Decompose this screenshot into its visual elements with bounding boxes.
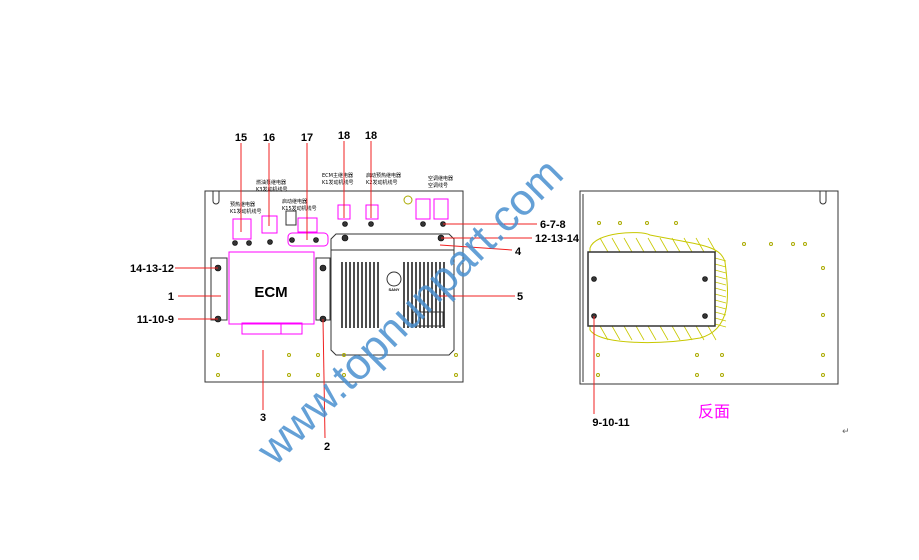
- mounting-hole: [342, 373, 346, 377]
- hatch-line: [714, 263, 727, 268]
- callout-1: 1: [168, 291, 174, 303]
- callout-2: 2: [324, 441, 330, 453]
- mounting-hole: [597, 221, 601, 225]
- mounting-hole: [454, 373, 458, 377]
- mounting-hole: [454, 353, 458, 357]
- hatch-line: [714, 305, 727, 310]
- hatch-line: [623, 237, 633, 253]
- callout-14-13-12: 14-13-12: [130, 263, 174, 275]
- callout-9-10-11: 9-10-11: [592, 417, 629, 429]
- hatch-line: [659, 325, 669, 341]
- callout-18b: 18: [365, 130, 377, 142]
- mounting-hole: [769, 242, 773, 246]
- hatch-line: [623, 325, 633, 341]
- hatch-line: [659, 237, 669, 253]
- return-mark-icon: ↵: [842, 427, 850, 437]
- callout-3: 3: [260, 412, 266, 424]
- callout-17: 17: [301, 132, 313, 144]
- back-plate: 反面 9-10-11 ↵: [579, 190, 850, 437]
- mounting-hole: [742, 242, 746, 246]
- mounting-hole: [596, 353, 600, 357]
- mounting-hole: [803, 242, 807, 246]
- relay-label: K1发动机线号: [322, 179, 353, 186]
- hatch-line: [714, 293, 727, 298]
- mounting-hole: [821, 373, 825, 377]
- mounting-hole: [316, 353, 320, 357]
- logo-icon: [386, 271, 402, 287]
- relay-label: ECM主继电器: [322, 172, 353, 179]
- hatch-line: [714, 299, 727, 304]
- mounting-hole: [216, 373, 220, 377]
- relay-label: 空调继电器: [428, 175, 453, 182]
- callout-6-7-8: 6-7-8: [540, 219, 566, 231]
- relay-label: 启动继电器: [282, 198, 307, 205]
- controller-module: SANY: [330, 233, 455, 356]
- callout-18: 18: [338, 130, 350, 142]
- hatch-line: [707, 325, 717, 341]
- relay-label: 燃油泵继电器: [256, 179, 286, 186]
- hatch-line: [647, 237, 657, 253]
- mounting-hole: [316, 373, 320, 377]
- hatch-line: [714, 281, 727, 286]
- callout-15: 15: [235, 132, 247, 144]
- mounting-hole: [342, 353, 346, 357]
- callout-16: 16: [263, 132, 275, 144]
- hatch-line: [695, 237, 705, 253]
- hatch-line: [611, 237, 621, 253]
- hatch-line: [714, 269, 727, 274]
- ecm-label: ECM: [254, 284, 287, 301]
- mounting-hole: [287, 353, 291, 357]
- mounting-hole: [720, 353, 724, 357]
- back-module: [587, 251, 716, 327]
- hatch-line: [647, 325, 657, 341]
- relay-label: 预热继电器: [230, 201, 255, 208]
- back-side-title: 反面: [698, 402, 730, 421]
- mounting-hole: [618, 221, 622, 225]
- mounting-hole: [645, 221, 649, 225]
- hatch-line: [635, 325, 645, 341]
- hatch-line: [671, 325, 681, 341]
- hatch-line: [611, 325, 621, 341]
- mounting-hole: [674, 221, 678, 225]
- mounting-hole: [695, 373, 699, 377]
- mounting-hole: [596, 373, 600, 377]
- hatch-line: [683, 237, 693, 253]
- mounting-hole: [821, 313, 825, 317]
- ecm-module: [228, 251, 315, 325]
- relay-label: 空调线号: [428, 182, 448, 189]
- hatch-line: [714, 317, 727, 322]
- relay-label: K15发动机线号: [282, 205, 317, 212]
- mounting-hole: [287, 373, 291, 377]
- mounting-hole: [216, 353, 220, 357]
- mounting-hole: [695, 353, 699, 357]
- relay-label: 启动预热继电器: [366, 172, 401, 179]
- relay-label: K1发动机线号: [230, 208, 261, 215]
- hatch-line: [683, 325, 693, 341]
- mounting-hole: [791, 242, 795, 246]
- hatch-line: [599, 237, 609, 253]
- logo-text: SANY: [388, 287, 399, 292]
- hatch-line: [714, 323, 727, 328]
- callout-5: 5: [517, 291, 523, 303]
- relays: [232, 195, 449, 247]
- hatch-line: [635, 237, 645, 253]
- mounting-hole: [821, 353, 825, 357]
- front-plate: ECM SANY 预热继电器 K1发动机线号 燃油泵继电器 K3发动机线号 启: [130, 130, 580, 453]
- relay-label: K3发动机线号: [256, 186, 287, 193]
- hatch-line: [707, 237, 717, 253]
- relay-label: K2发动机线号: [366, 179, 397, 186]
- watermark: www.topnunpart.com: [247, 149, 573, 475]
- hatch-line: [671, 237, 681, 253]
- callout-12-13-14: 12-13-14: [535, 233, 580, 245]
- callout-11-10-9: 11-10-9: [137, 314, 174, 326]
- hatch-line: [695, 325, 705, 341]
- hatch-line: [599, 325, 609, 341]
- mounting-hole: [821, 266, 825, 270]
- hatch-line: [714, 257, 727, 262]
- callout-4: 4: [515, 246, 522, 258]
- hatch-line: [714, 287, 727, 292]
- hatch-line: [714, 275, 727, 280]
- mounting-hole: [720, 373, 724, 377]
- hatch-line: [714, 311, 727, 316]
